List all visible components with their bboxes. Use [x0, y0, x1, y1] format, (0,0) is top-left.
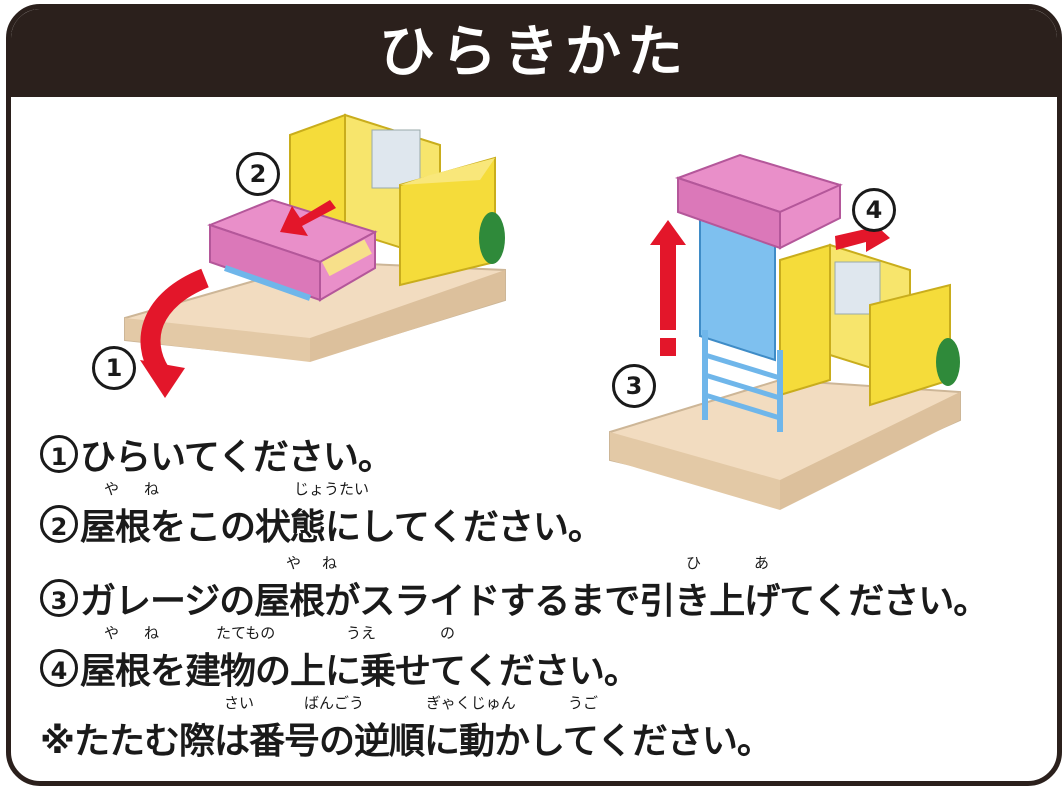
step-label-1: 1 — [92, 346, 136, 390]
house-left-illustration — [124, 113, 506, 398]
ruby-bangou: ばんごう — [304, 694, 365, 712]
ruby-ne: ね — [144, 624, 160, 642]
instruction-number: 4 — [40, 649, 78, 687]
title-bar: ひらきかた — [11, 9, 1057, 97]
ruby-ne: ね — [144, 480, 160, 498]
instruction-note: ※たたむ際は番号の逆順に動かしてください。 — [40, 712, 773, 764]
note-text: たたむ際は番号の逆順に動かしてください。 — [74, 721, 773, 762]
page-title: ひらきかた — [379, 20, 689, 85]
instruction-text: 屋根をこの状態にしてください。 — [80, 507, 604, 548]
instruction-text: 屋根を建物の上に乗せてください。 — [80, 651, 640, 692]
instruction-number: 3 — [40, 579, 78, 617]
house-right-illustration — [609, 153, 961, 510]
step-label-2: 2 — [236, 152, 280, 196]
instruction-text: ひらいてください。 — [80, 437, 394, 478]
ruby-ya: や — [286, 554, 302, 572]
ruby-ya: や — [104, 480, 120, 498]
instruction-number: 1 — [40, 435, 78, 473]
ruby-sai: さい — [224, 694, 255, 712]
ruby-no: の — [440, 624, 456, 642]
ruby-ugo: うご — [568, 694, 599, 712]
instruction-text: ※たたむ際は番号の逆順に動かしてください。 — [40, 721, 773, 762]
instruction-text: ガレージの屋根がスライドするまで引き上げてください。 — [80, 581, 989, 622]
note-mark: ※ — [40, 721, 75, 762]
ruby-joutai: じょうたい — [294, 480, 370, 498]
ruby-gyakujun: ぎゃくじゅん — [426, 694, 516, 712]
ruby-ne: ね — [322, 554, 338, 572]
step-label-3: 3 — [612, 364, 656, 408]
ruby-ya: や — [104, 624, 120, 642]
ruby-a: あ — [754, 554, 770, 572]
instruction-number: 2 — [40, 505, 78, 543]
step-label-4: 4 — [852, 188, 896, 232]
ruby-ue: うえ — [346, 624, 377, 642]
ruby-hi: ひ — [686, 554, 702, 572]
ruby-tatemono: たてもの — [216, 624, 276, 642]
